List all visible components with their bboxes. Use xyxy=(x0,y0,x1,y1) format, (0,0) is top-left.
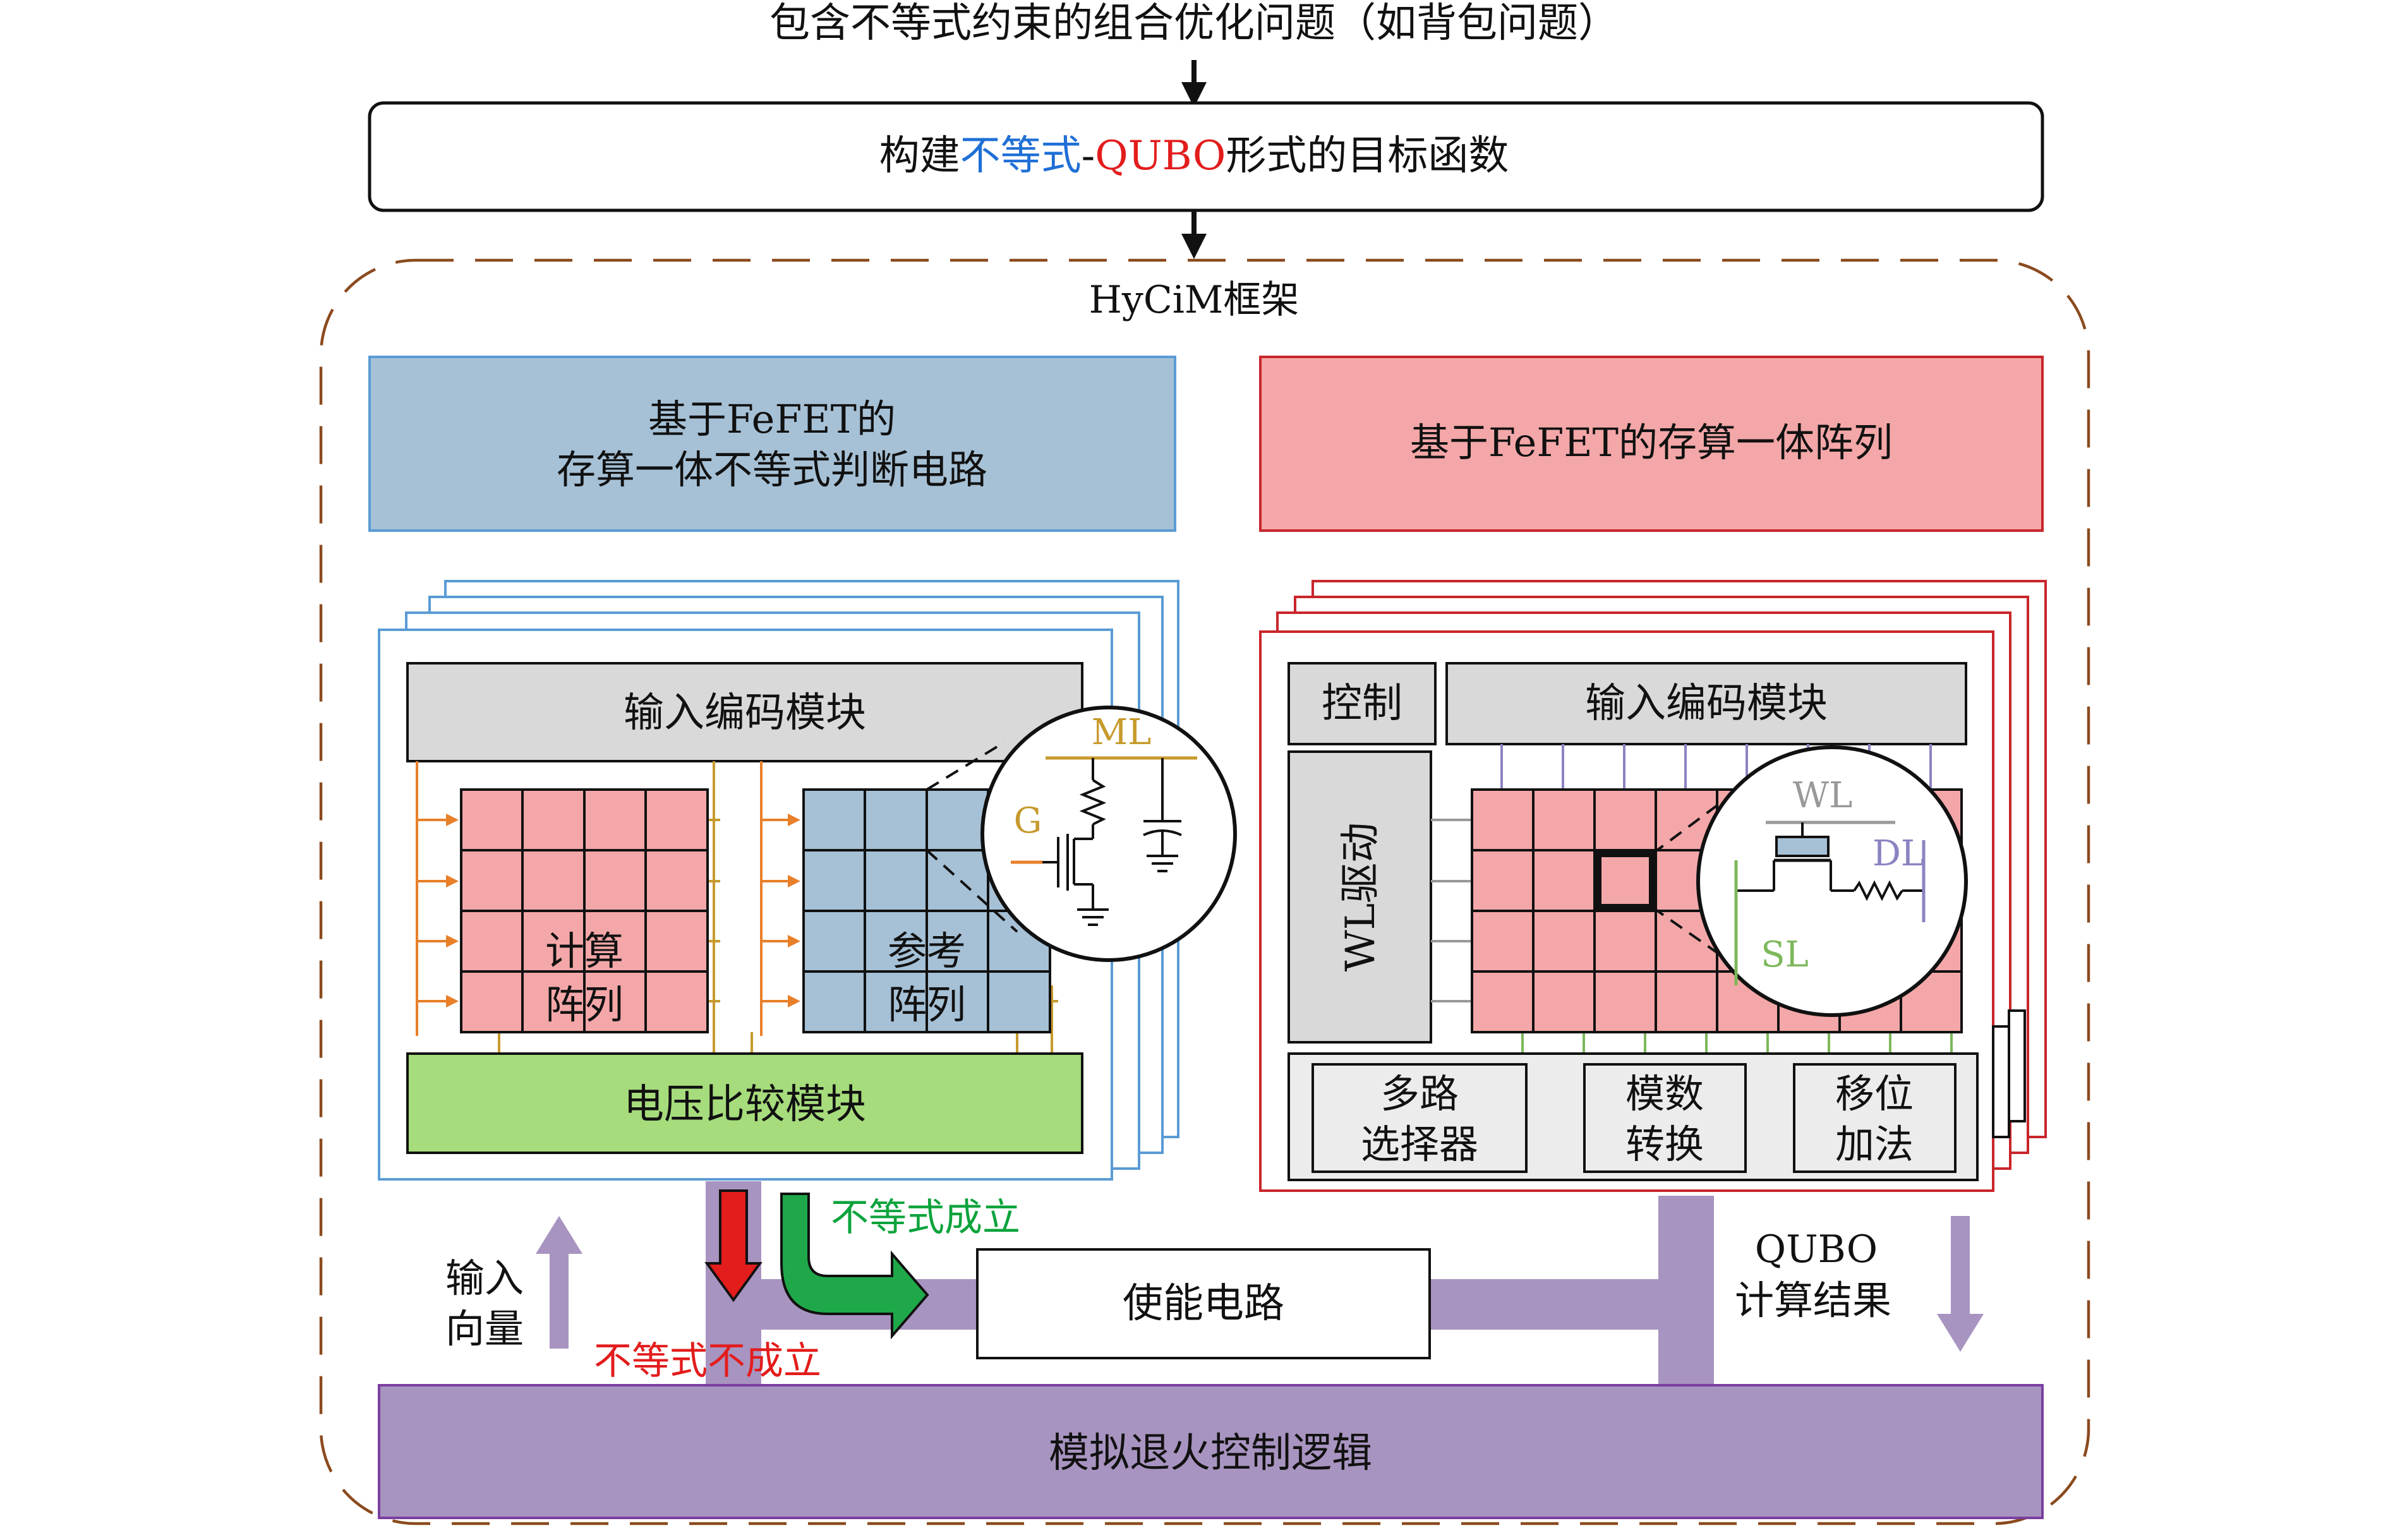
left-input-encoder-label: 输入编码模块 xyxy=(624,690,866,737)
mux-label-1: 多路 xyxy=(1380,1071,1459,1117)
cim-highlight-cell xyxy=(1595,851,1655,910)
objective-qubo: QUBO xyxy=(1095,133,1226,179)
adc-label-1: 模数 xyxy=(1625,1071,1704,1117)
adc-label-2: 转换 xyxy=(1625,1121,1704,1167)
voltage-compare-label: 电压比较模块 xyxy=(624,1081,866,1128)
control-label: 控制 xyxy=(1322,680,1402,727)
voltage-compare-module xyxy=(406,1052,1083,1154)
annealing-box xyxy=(378,1384,2044,1519)
annealing-label: 模拟退火控制逻辑 xyxy=(1049,1430,1372,1477)
objective-dash: - xyxy=(1082,133,1095,179)
objective-text: 构建不等式-QUBO形式的目标函数 xyxy=(879,133,1509,179)
shift-add-box xyxy=(1793,1063,1957,1173)
input-vector-label-2: 向量 xyxy=(445,1306,524,1352)
framework-boundary xyxy=(319,258,2090,1525)
input-vector-arrow xyxy=(536,1216,582,1349)
objective-suffix: 形式的目标函数 xyxy=(1226,133,1509,179)
right-input-encoder xyxy=(1445,662,1967,745)
control-box xyxy=(1287,662,1437,745)
adc-box xyxy=(1583,1063,1747,1173)
right-zoom-line-2 xyxy=(1651,906,1729,961)
not-satisfied-arrow xyxy=(704,1189,763,1302)
left-block: 输入编码模块 xyxy=(378,580,1237,1181)
not-satisfied-label: 不等式不成立 xyxy=(594,1339,821,1383)
wl-row-lines xyxy=(1431,819,1472,1002)
left-header-line2: 存算一体不等式判断电路 xyxy=(557,447,987,493)
reference-array-label-2: 阵列 xyxy=(888,982,966,1028)
qubo-result-label-2: 计算结果 xyxy=(1735,1277,1891,1323)
right-input-encoder-label: 输入编码模块 xyxy=(1585,680,1828,727)
cell-wl-label: WL xyxy=(1793,775,1853,816)
cell-sl-label: SL xyxy=(1761,934,1809,975)
objective-prefix: 构建 xyxy=(879,133,960,179)
compute-input-lines xyxy=(416,761,459,1036)
left-zoom-line-2 xyxy=(926,849,1018,933)
wl-driver xyxy=(1287,750,1432,1044)
left-cell-circle xyxy=(980,706,1237,962)
compute-array: 计算 阵列 xyxy=(460,788,709,1033)
right-header-text: 基于FeFET的存算一体阵列 xyxy=(1410,419,1893,466)
cell-ml-label: ML xyxy=(1092,712,1152,753)
left-header-box xyxy=(368,356,1176,532)
reference-array-label-1: 参考 xyxy=(888,928,966,974)
cell-gate-stack xyxy=(1775,836,1830,857)
framework-label: HyCiM框架 xyxy=(1089,278,1300,322)
wl-driver-label: WL驱动 xyxy=(1337,822,1384,972)
enable-link-right xyxy=(1430,1279,1658,1330)
cell-circuit xyxy=(1042,758,1182,926)
left-zoom-line-1 xyxy=(926,741,1006,791)
mux-box xyxy=(1312,1063,1528,1173)
mux-label-2: 选择器 xyxy=(1361,1121,1478,1167)
input-vector-label-1: 输入 xyxy=(445,1255,524,1301)
qubo-result-arrow xyxy=(1937,1216,1984,1352)
reference-input-lines xyxy=(760,761,800,1036)
cell-dl-label: DL xyxy=(1872,833,1924,874)
cell-right-circuit xyxy=(1773,860,1924,901)
left-header-line1: 基于FeFET的 xyxy=(648,396,896,442)
qubo-result-label-1: QUBO xyxy=(1755,1227,1878,1272)
right-cell-detail: WL DL SL xyxy=(1696,745,1968,1017)
compute-array-label-2: 阵列 xyxy=(545,982,624,1028)
sl-column-lines xyxy=(1521,1032,1953,1054)
enable-circuit-box xyxy=(976,1248,1431,1359)
right-output-bar xyxy=(1658,1196,1714,1385)
cell-g-label: G xyxy=(1014,800,1042,841)
right-header-box xyxy=(1259,356,2044,532)
right-side-frame-2 xyxy=(2008,1009,2026,1122)
shift-add-label-2: 加法 xyxy=(1835,1121,1914,1167)
compute-array-grid xyxy=(461,790,708,1032)
match-lines xyxy=(498,761,1058,1054)
left-cell-detail: ML xyxy=(980,706,1237,962)
compute-array-label-1: 计算 xyxy=(545,928,624,974)
left-input-encoder xyxy=(406,662,1083,762)
objective-ineq: 不等式 xyxy=(960,133,1082,179)
satisfied-label: 不等式成立 xyxy=(831,1196,1020,1240)
right-block: 控制 输入编码模块 WL驱动 xyxy=(1259,580,2047,1192)
right-side-frame-1 xyxy=(1992,1025,2010,1138)
shift-add-label-1: 移位 xyxy=(1835,1071,1914,1117)
enable-circuit-label: 使能电路 xyxy=(1123,1280,1284,1327)
problem-title: 包含不等式约束的组合优化问题（如背包问题） xyxy=(769,0,1619,47)
objective-box xyxy=(368,101,2044,212)
satisfied-arrow xyxy=(780,1193,929,1340)
right-zoom-line-1 xyxy=(1651,791,1735,855)
